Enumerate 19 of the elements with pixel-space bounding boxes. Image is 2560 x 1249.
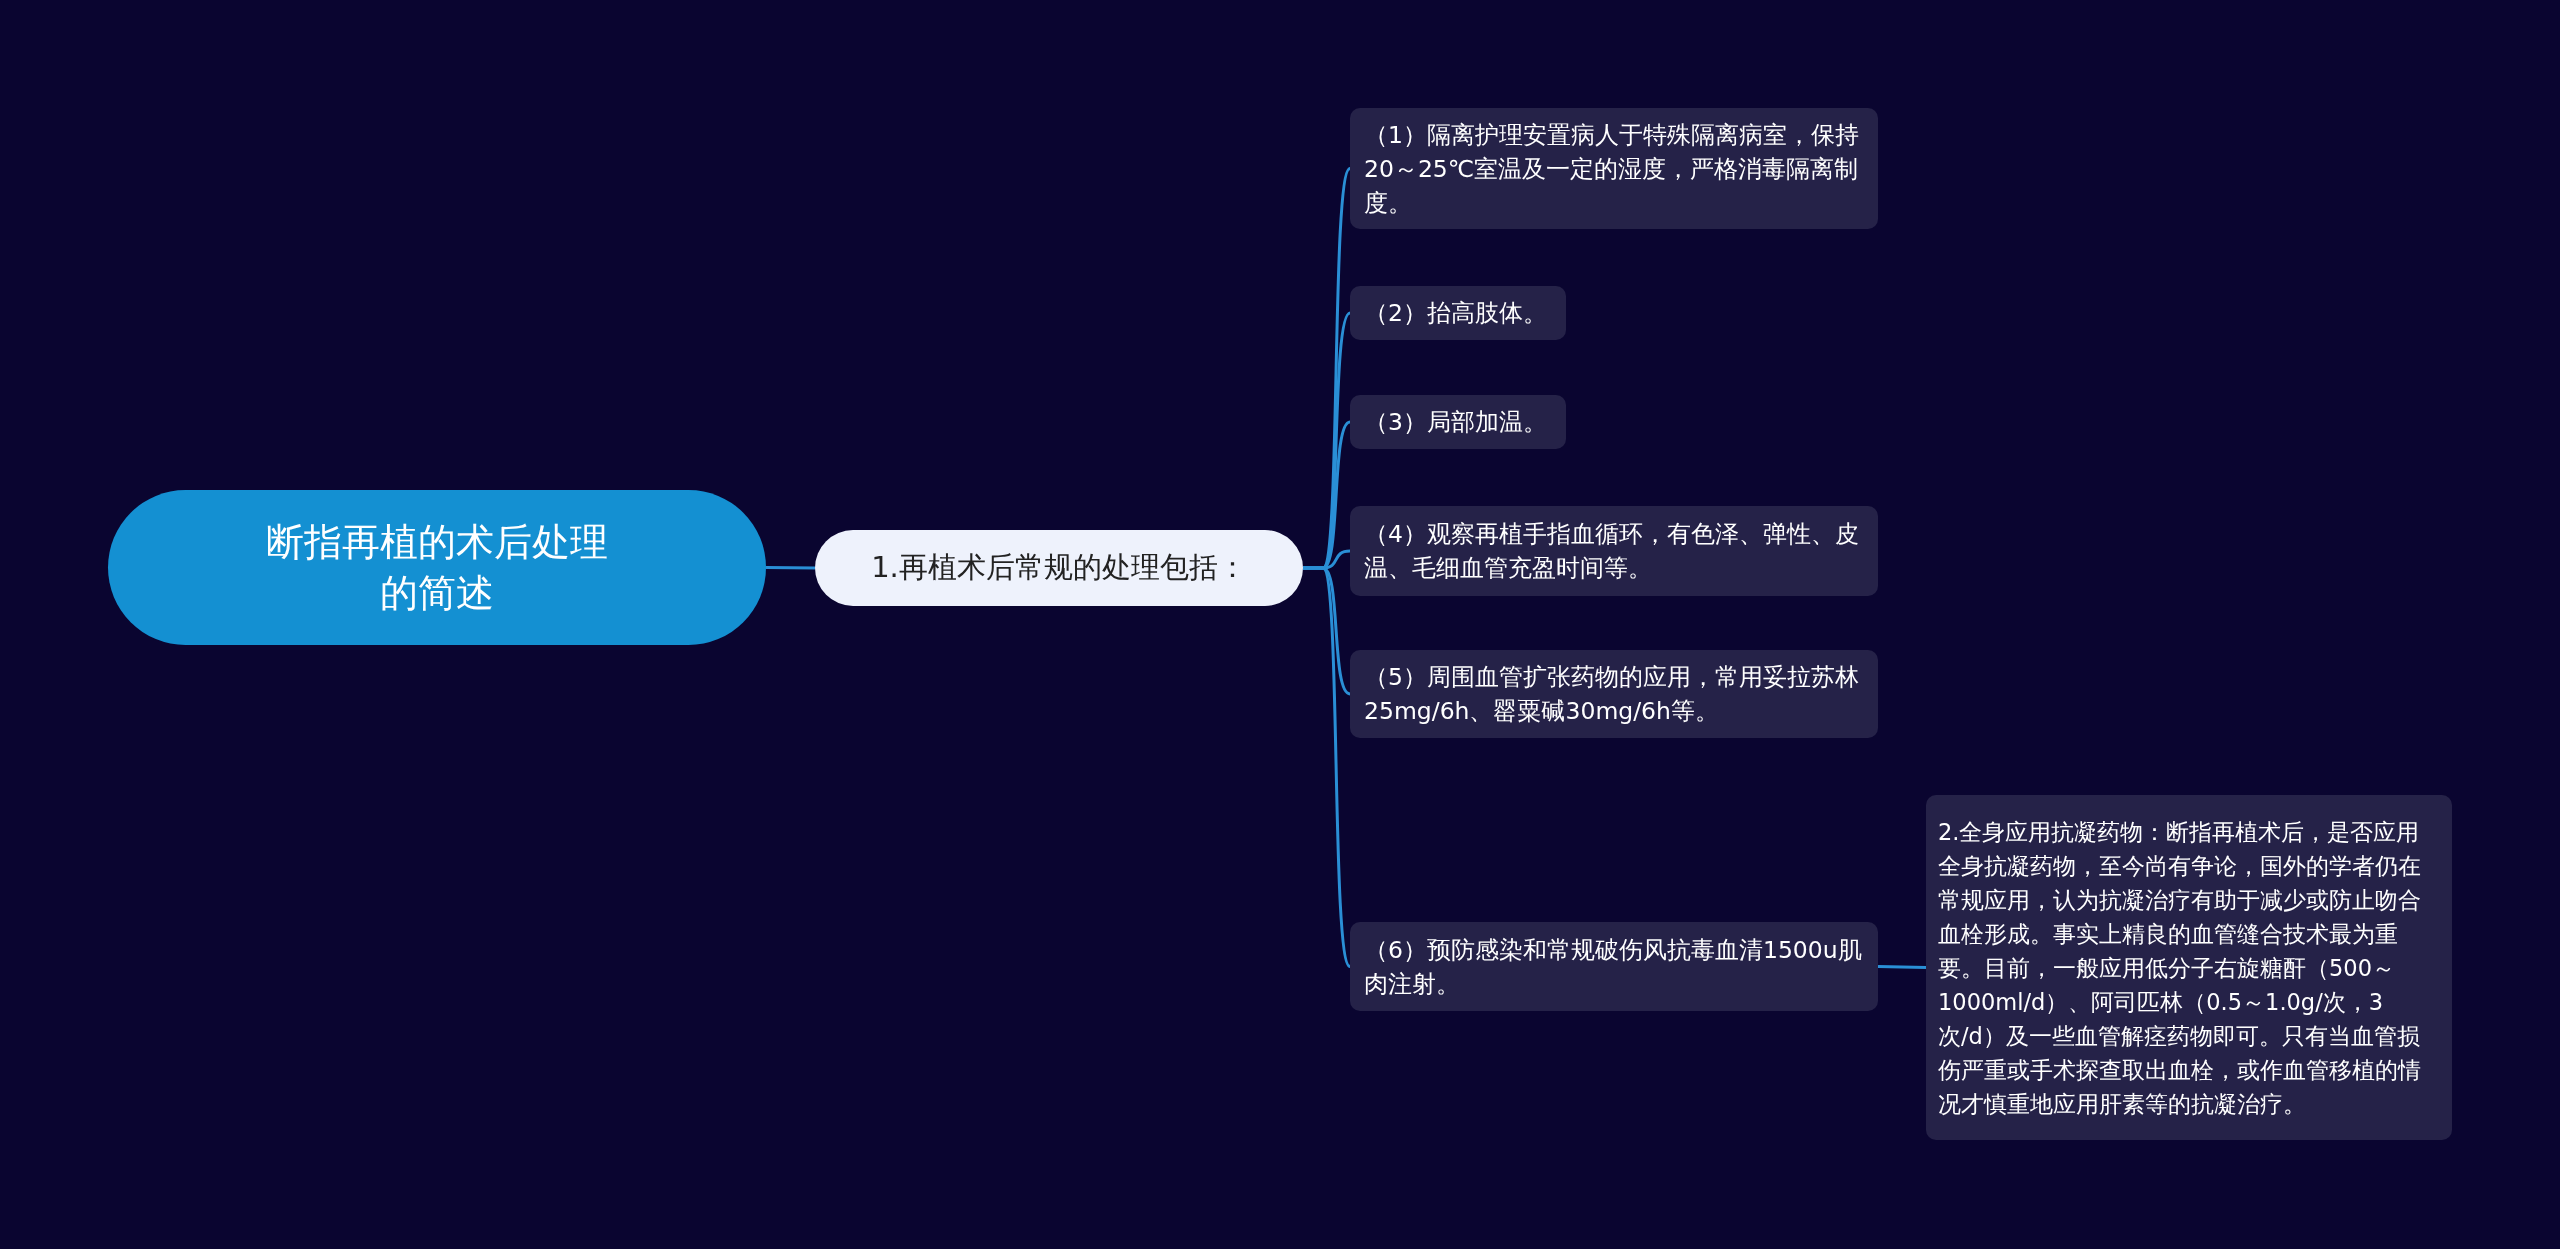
subtopic-box bbox=[1350, 922, 1878, 1011]
subtopic-text: （6）预防感染和常规破伤风抗毒血清1500u肌肉注射。 bbox=[1364, 934, 1863, 1000]
topic-title: 断指再植的术后处理的简述 bbox=[265, 518, 609, 617]
subtopic-text: （2）抬高肢体。 bbox=[1364, 298, 1547, 329]
subtopic-box bbox=[1926, 795, 2452, 1140]
subtopic-text: 2.全身应用抗凝药物：断指再植术后，是否应用全身抗凝药物，至今尚有争论，国外的学者仍在常规应用，认为抗凝治疗有助于减少或防止吻合血栓形成。事实上精良的血管缝合技术最为重要。目前，一般应用低分子右旋糖酐（500～1000ml/d）、阿司匹林（0.5～1.0g/次，3次/d）及一些血管解痉药物即可。只有当血管损伤严重或手术探查取出血栓，或作血管移植的情况才慎重地应用肝素等的抗凝治疗。 bbox=[1938, 817, 2422, 1119]
subtopic-text: （3）局部加温。 bbox=[1364, 407, 1547, 438]
subtopic-box bbox=[1350, 286, 1566, 340]
subtopic-box bbox=[1350, 395, 1566, 449]
subtopic-box bbox=[1350, 108, 1878, 229]
topic-text: 1.再植术后常规的处理包括： bbox=[871, 549, 1247, 586]
subtopic-text: （5）周围血管扩张药物的应用，常用妥拉苏林25mg/6h、罂粟碱30mg/6h等。 bbox=[1364, 662, 1860, 727]
subtopic-box bbox=[1350, 650, 1878, 738]
connector-line bbox=[766, 566, 815, 570]
connector-line bbox=[1877, 965, 1927, 969]
subtopic-text: （4）观察再植手指血循环，有色泽、弹性、皮温、毛细血管充盈时间等。 bbox=[1364, 519, 1860, 584]
subtopic-text: （1）隔离护理安置病人于特殊隔离病室，保持20～25℃室温及一定的湿度，严格消毒隔离制度。 bbox=[1364, 119, 1860, 219]
subtopic-box bbox=[1350, 506, 1878, 596]
connector-line bbox=[1303, 566, 1352, 968]
